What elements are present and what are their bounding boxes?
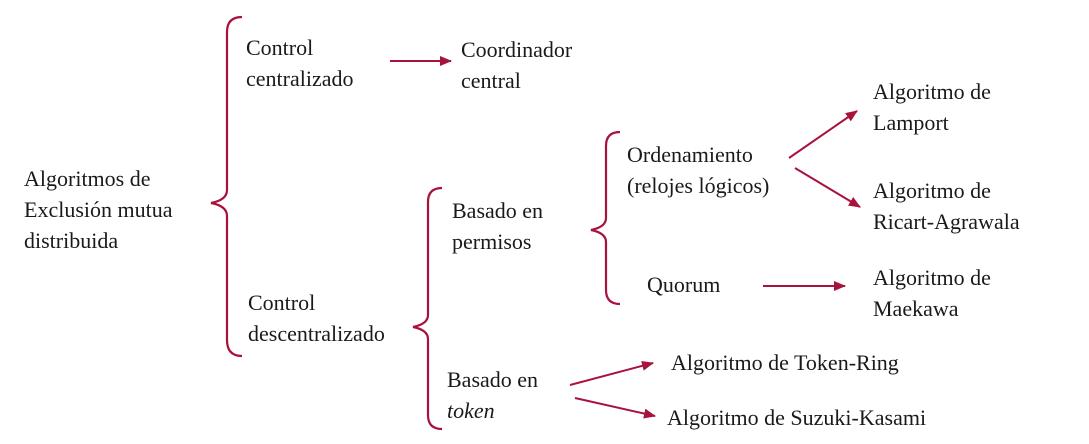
brace-permisos [590, 130, 621, 306]
node-basado-permisos-line1: Basado en [452, 198, 544, 223]
node-ricart-line2: Ricart-Agrawala [873, 209, 1020, 234]
node-control-descentralizado-line1: Control [248, 290, 316, 315]
node-basado-permisos: Basado en permisos [452, 195, 543, 257]
node-lamport-line1: Algoritmo de [873, 79, 991, 104]
node-control-centralizado: Control centralizado [246, 32, 354, 94]
node-root-line3: distribuida [24, 228, 119, 253]
node-ordenamiento-line1: Ordenamiento [627, 142, 753, 167]
node-algoritmo-maekawa: Algoritmo de Maekawa [873, 262, 991, 324]
node-control-centralizado-line1: Control [246, 35, 314, 60]
node-coordinador-line1: Coordinador [461, 37, 573, 62]
node-token-ring-line1: Algoritmo de Token-Ring [671, 350, 899, 375]
node-lamport-line2: Lamport [873, 110, 949, 135]
node-basado-token-line2: token [447, 398, 495, 423]
node-root-line1: Algoritmos de [24, 166, 151, 191]
arrow-token-tokenring [569, 360, 654, 386]
node-coordinador-line2: central [461, 68, 521, 93]
node-algoritmo-lamport: Algoritmo de Lamport [873, 76, 991, 138]
node-ordenamiento-line2: (relojes lógicos) [627, 173, 770, 198]
brace-root [210, 15, 243, 358]
node-maekawa-line1: Algoritmo de [873, 265, 991, 290]
node-maekawa-line2: Maekawa [873, 296, 959, 321]
node-control-descentralizado: Control descentralizado [248, 287, 385, 349]
node-basado-permisos-line2: permisos [452, 229, 532, 254]
arrow-ordenamiento-ricart [794, 167, 861, 208]
node-algoritmo-ricart-agrawala: Algoritmo de Ricart-Agrawala [873, 175, 1020, 237]
node-quorum: Quorum [647, 269, 720, 300]
node-algoritmo-suzuki-kasami: Algoritmo de Suzuki-Kasami [667, 402, 926, 433]
node-suzuki-line1: Algoritmo de Suzuki-Kasami [667, 405, 927, 430]
node-coordinador-central: Coordinador central [461, 34, 572, 96]
node-basado-token: Basado en token [447, 364, 538, 426]
arrow-ordenamiento-lamport [788, 110, 858, 159]
brace-descentralizado [412, 186, 443, 431]
node-root: Algoritmos de Exclusión mutua distribuid… [24, 163, 172, 256]
node-quorum-line1: Quorum [647, 272, 721, 297]
node-control-descentralizado-line2: descentralizado [248, 321, 385, 346]
arrow-token-suzuki [574, 397, 656, 419]
node-ricart-line1: Algoritmo de [873, 178, 991, 203]
node-basado-token-line1: Basado en [447, 367, 539, 392]
node-ordenamiento: Ordenamiento (relojes lógicos) [627, 139, 769, 201]
node-root-line2: Exclusión mutua [24, 197, 173, 222]
node-algoritmo-token-ring: Algoritmo de Token-Ring [671, 347, 899, 378]
node-control-centralizado-line2: centralizado [246, 66, 354, 91]
